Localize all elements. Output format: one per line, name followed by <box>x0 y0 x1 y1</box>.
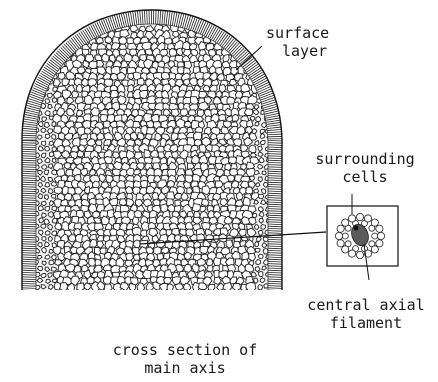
surface-layer-label-line1: surface <box>266 24 329 42</box>
detail-inset <box>327 206 398 266</box>
figure-caption-line1: cross section of <box>100 341 270 359</box>
surface-layer-label-line2: layer <box>266 42 329 60</box>
surrounding-cells-label-line2: cells <box>300 168 430 186</box>
surface-layer-label: surface layer <box>266 24 329 60</box>
figure-caption-line2: main axis <box>100 359 270 377</box>
surrounding-cells-label: surrounding cells <box>300 150 430 186</box>
figure-caption: cross section of main axis <box>100 341 270 377</box>
central-axial-filament-label-line2: filament <box>296 314 436 332</box>
surrounding-cells-label-line1: surrounding <box>300 150 430 168</box>
central-axial-filament-label: central axial filament <box>296 296 436 332</box>
dark-cell <box>354 226 359 231</box>
central-axial-filament-label-line1: central axial <box>296 296 436 314</box>
